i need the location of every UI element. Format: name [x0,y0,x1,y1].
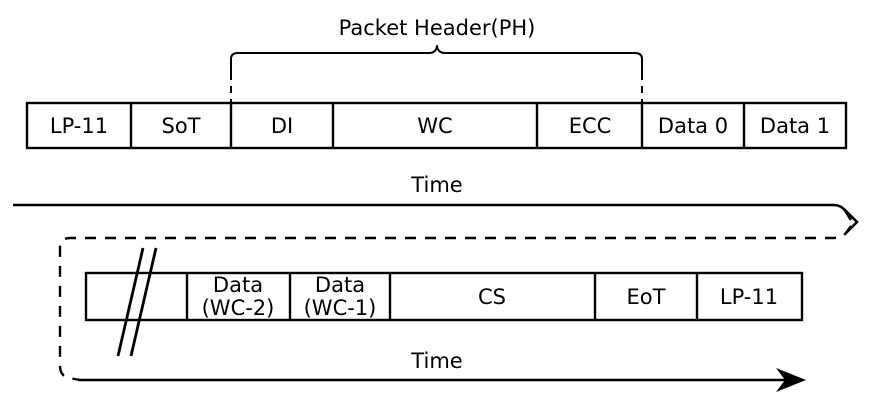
packet-header-label: Packet Header(PH) [339,16,536,40]
packet-start-row: LP-11 SoT DI WC ECC Data 0 Data 1 [25,101,848,150]
cell-di: DI [271,114,293,138]
packet-header-brace: Packet Header(PH) [230,16,643,103]
cell-data-wc-1-line1: Data [315,273,365,297]
cell-data-0: Data 0 [658,114,728,138]
cell-wc: WC [417,114,452,138]
time-label-top: Time [410,173,462,197]
cell-data-wc-2-line2: (WC-2) [202,296,275,320]
time-axis-top-line [13,203,853,221]
cell-ecc: ECC [569,114,612,138]
cell-lp-11-end: LP-11 [720,285,778,309]
time-axis-top: Time [13,173,859,382]
cell-data-1: Data 1 [760,114,830,138]
time-axis-wrap-dashed [58,225,852,382]
brace-path [230,45,643,74]
arrow-head-icon [776,368,806,392]
cell-sot: SoT [161,114,200,138]
cell-cs: CS [478,285,506,309]
cell-eot: EoT [627,285,666,309]
time-axis-bottom: Time [78,349,806,392]
break-slash-right [129,247,158,357]
break-slash-left [116,247,145,357]
cell-data-wc-2-line1: Data [213,273,263,297]
cell-lp-11: LP-11 [50,114,108,138]
break-symbol-icon [116,247,158,357]
cell-data-wc-1-line2: (WC-1) [304,296,377,320]
packet-end-row: Data (WC-2) Data (WC-1) CS EoT LP-11 [84,247,804,357]
time-label-bottom: Time [410,349,462,373]
packet-end-row-outline [84,271,804,322]
packet-start-row-outline [25,101,848,150]
